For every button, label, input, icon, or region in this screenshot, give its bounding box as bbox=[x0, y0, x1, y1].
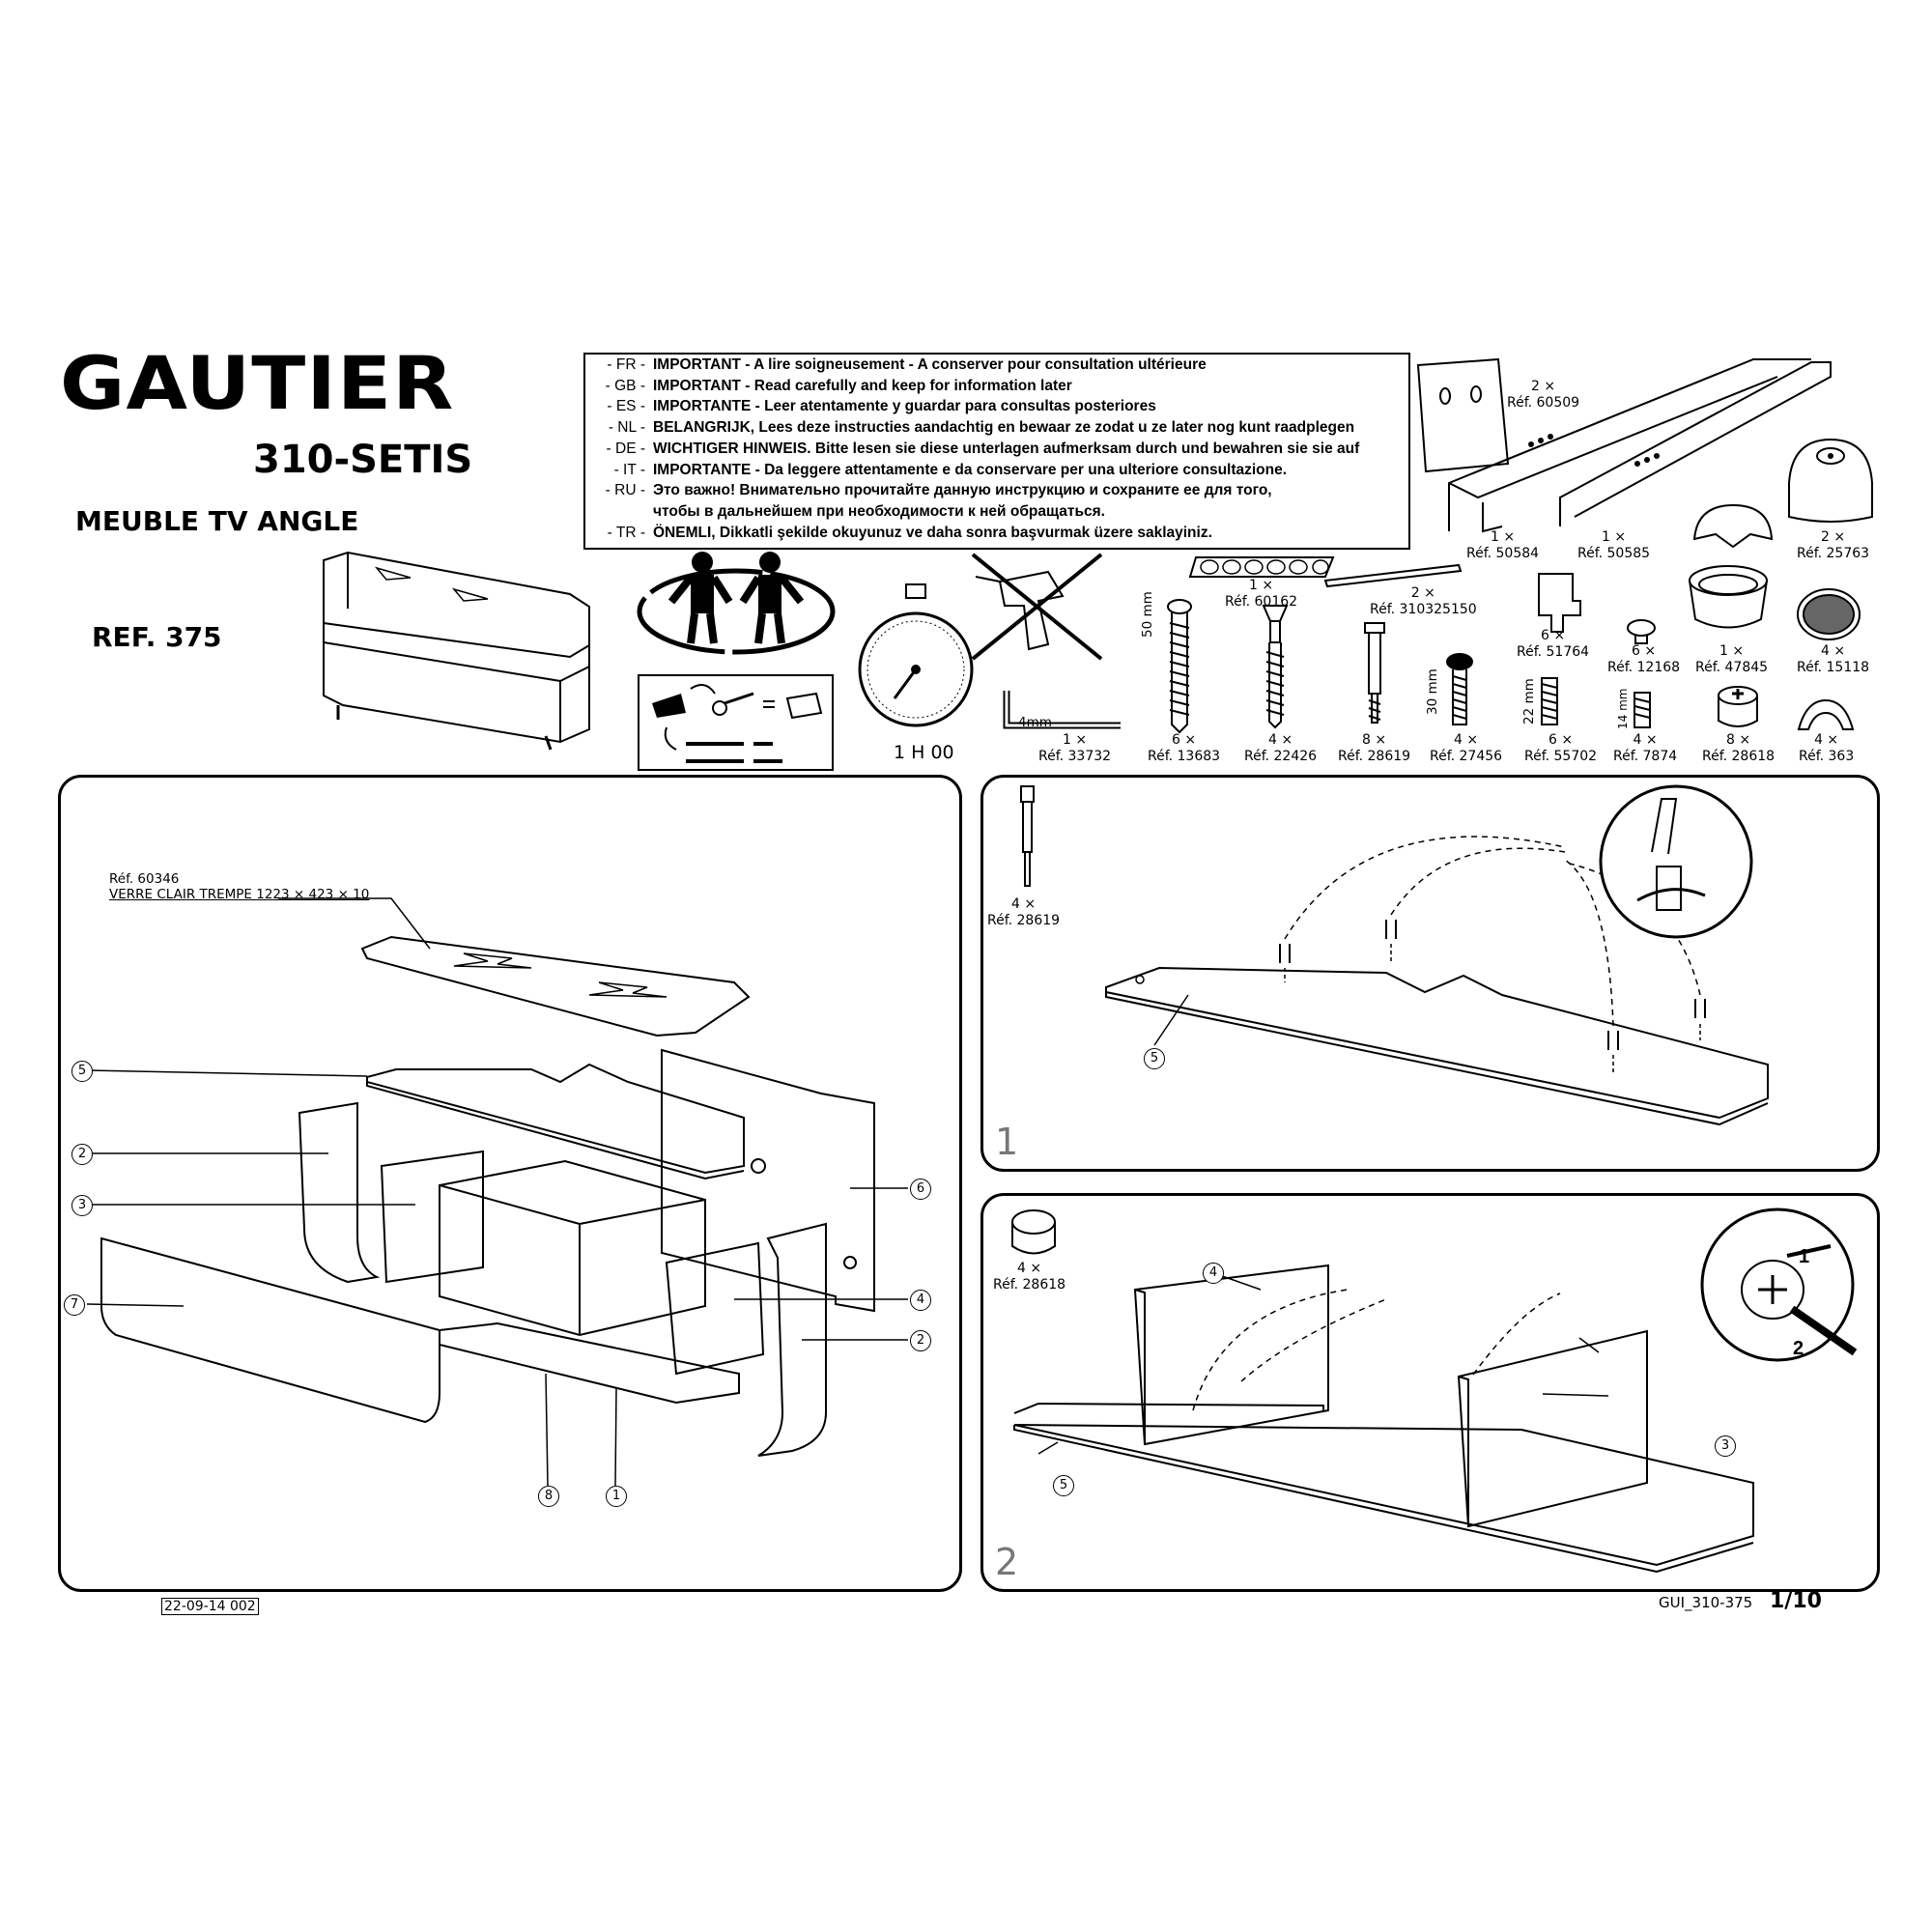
hex-key-icon bbox=[1003, 691, 1121, 729]
callout-2b: 2 bbox=[910, 1330, 931, 1351]
part-25763: 2 ×Réf. 25763 bbox=[1797, 529, 1870, 561]
callout-4: 4 bbox=[910, 1290, 931, 1311]
foot-icon bbox=[1788, 438, 1873, 523]
step-2-callout-4: 4 bbox=[1203, 1263, 1224, 1284]
part-15118: 4 ×Réf. 15118 bbox=[1797, 643, 1870, 675]
step-2-callout-3: 3 bbox=[1715, 1435, 1736, 1457]
part-50584: 1 ×Réf. 50584 bbox=[1466, 529, 1540, 561]
bolt-icon bbox=[1446, 653, 1473, 725]
part-310325150: 2 ×Réf. 310325150 bbox=[1370, 585, 1477, 617]
size-30mm: 30 mm bbox=[1425, 668, 1440, 715]
dowel-strip-icon bbox=[1188, 556, 1335, 578]
notice-row: - IT -IMPORTANTE - Da leggere attentamen… bbox=[613, 461, 1288, 478]
step-1-number: 1 bbox=[995, 1121, 1019, 1163]
step-2-number: 2 bbox=[995, 1541, 1019, 1583]
part-28619: 8 ×Réf. 28619 bbox=[1338, 732, 1411, 764]
product-name: MEUBLE TV ANGLE bbox=[75, 505, 359, 537]
product-ref: REF. 375 bbox=[92, 621, 222, 653]
part-33732: 1 ×Réf. 33732 bbox=[1038, 732, 1112, 764]
part-51764: 6 ×Réf. 51764 bbox=[1517, 628, 1590, 660]
connector-bolt-icon bbox=[1364, 622, 1385, 724]
hex-key-size: 4mm bbox=[1018, 715, 1052, 730]
exploded-view-panel bbox=[58, 775, 962, 1592]
stopwatch-icon bbox=[858, 583, 974, 727]
notice-row: - FR -IMPORTANT - A lire soigneusement -… bbox=[607, 356, 1207, 373]
model-name: 310-SETIS bbox=[253, 438, 473, 482]
callout-1: 1 bbox=[606, 1486, 627, 1507]
part-363: 4 ×Réf. 363 bbox=[1799, 732, 1855, 764]
grommet-cap-icon bbox=[1692, 503, 1774, 549]
callout-6: 6 bbox=[910, 1179, 931, 1200]
step-2-drawing bbox=[1011, 1208, 1858, 1574]
drawer-runners-icon bbox=[1448, 358, 1832, 533]
notice-row: чтобы в дальнейшем при необходимости к н… bbox=[653, 502, 1105, 520]
part-27456: 4 ×Réf. 27456 bbox=[1430, 732, 1503, 764]
size-22mm: 22 mm bbox=[1521, 678, 1537, 724]
step-2-panel bbox=[980, 1193, 1880, 1592]
footer-doc-code: GUI_310-375 bbox=[1659, 1594, 1753, 1611]
part-50585: 1 ×Réf. 50585 bbox=[1577, 529, 1651, 561]
part-12168: 6 ×Réf. 12168 bbox=[1607, 643, 1681, 675]
footer-page-number: 1/10 bbox=[1770, 1589, 1822, 1613]
notice-row: - DE -WICHTIGER HINWEIS. Bitte lesen sie… bbox=[606, 440, 1360, 457]
cap-icon bbox=[1627, 619, 1656, 644]
two-persons-icon bbox=[637, 552, 836, 655]
part-55702: 6 ×Réf. 55702 bbox=[1524, 732, 1598, 764]
step-2-arrow-1: 1 bbox=[1799, 1246, 1810, 1267]
step-2-arrow-2: 2 bbox=[1793, 1338, 1804, 1359]
exploded-drawing bbox=[86, 897, 908, 1487]
part-28618: 8 ×Réf. 28618 bbox=[1702, 732, 1776, 764]
step-2-callout-5: 5 bbox=[1053, 1475, 1074, 1496]
metal-strip-icon bbox=[1323, 563, 1463, 588]
step-1-callout-5: 5 bbox=[1144, 1048, 1165, 1069]
brand-logo: GAUTIER bbox=[60, 340, 455, 426]
small-dowel-icon bbox=[1634, 692, 1651, 728]
callout-8: 8 bbox=[538, 1486, 559, 1507]
callout-5: 5 bbox=[71, 1061, 93, 1082]
step-1-panel bbox=[980, 775, 1880, 1172]
part-60162: 1 ×Réf. 60162 bbox=[1225, 578, 1298, 610]
vent-grille-icon bbox=[1797, 588, 1861, 640]
glass-ref: Réf. 60346 bbox=[109, 871, 180, 887]
part-47845: 1 ×Réf. 47845 bbox=[1695, 643, 1769, 675]
notice-row: - NL -BELANGRIJK, Lees deze instructies … bbox=[608, 419, 1355, 437]
plug-dowel-icon bbox=[1541, 677, 1558, 725]
fitting-plate-icon bbox=[1416, 357, 1510, 473]
callout-3: 3 bbox=[71, 1195, 93, 1216]
cam-screw-icon bbox=[1262, 605, 1289, 729]
size-50mm: 50 mm bbox=[1140, 591, 1155, 638]
notice-row: - GB -IMPORTANT - Read carefully and kee… bbox=[605, 377, 1072, 394]
step-1-part: 4 ×Réf. 28619 bbox=[987, 896, 1061, 928]
long-screw-icon bbox=[1167, 599, 1192, 734]
size-14mm: 14 mm bbox=[1616, 688, 1630, 729]
assembly-time: 1 H 00 bbox=[894, 742, 954, 763]
product-thumbnail bbox=[323, 551, 590, 751]
callout-2: 2 bbox=[71, 1144, 93, 1165]
cam-lock-icon bbox=[1718, 686, 1758, 727]
part-60509: 2 ×Réf. 60509 bbox=[1507, 379, 1580, 411]
clip-icon bbox=[1797, 698, 1855, 730]
notice-row: - ES -IMPORTANTE - Leer atentamente y gu… bbox=[607, 398, 1156, 415]
tools-icon bbox=[638, 674, 834, 771]
no-drill-icon bbox=[971, 553, 1103, 661]
callout-7: 7 bbox=[64, 1294, 85, 1316]
part-7874: 4 ×Réf. 7874 bbox=[1613, 732, 1678, 764]
part-13683: 6 ×Réf. 13683 bbox=[1148, 732, 1221, 764]
notice-row: - RU -Это важно! Внимательно прочитайте … bbox=[605, 482, 1272, 499]
bracket-icon bbox=[1538, 573, 1581, 633]
step-1-drawing bbox=[1020, 784, 1769, 1126]
footer-date: 22-09-14 002 bbox=[161, 1598, 259, 1615]
notice-row: - TR -ÖNEMLI, Dikkatli şekilde okuyunuz … bbox=[607, 524, 1212, 541]
grommet-ring-icon bbox=[1689, 565, 1768, 629]
part-22426: 4 ×Réf. 22426 bbox=[1244, 732, 1318, 764]
important-notice: - FR -IMPORTANT - A lire soigneusement -… bbox=[583, 353, 1410, 550]
step-2-part: 4 ×Réf. 28618 bbox=[993, 1261, 1066, 1293]
